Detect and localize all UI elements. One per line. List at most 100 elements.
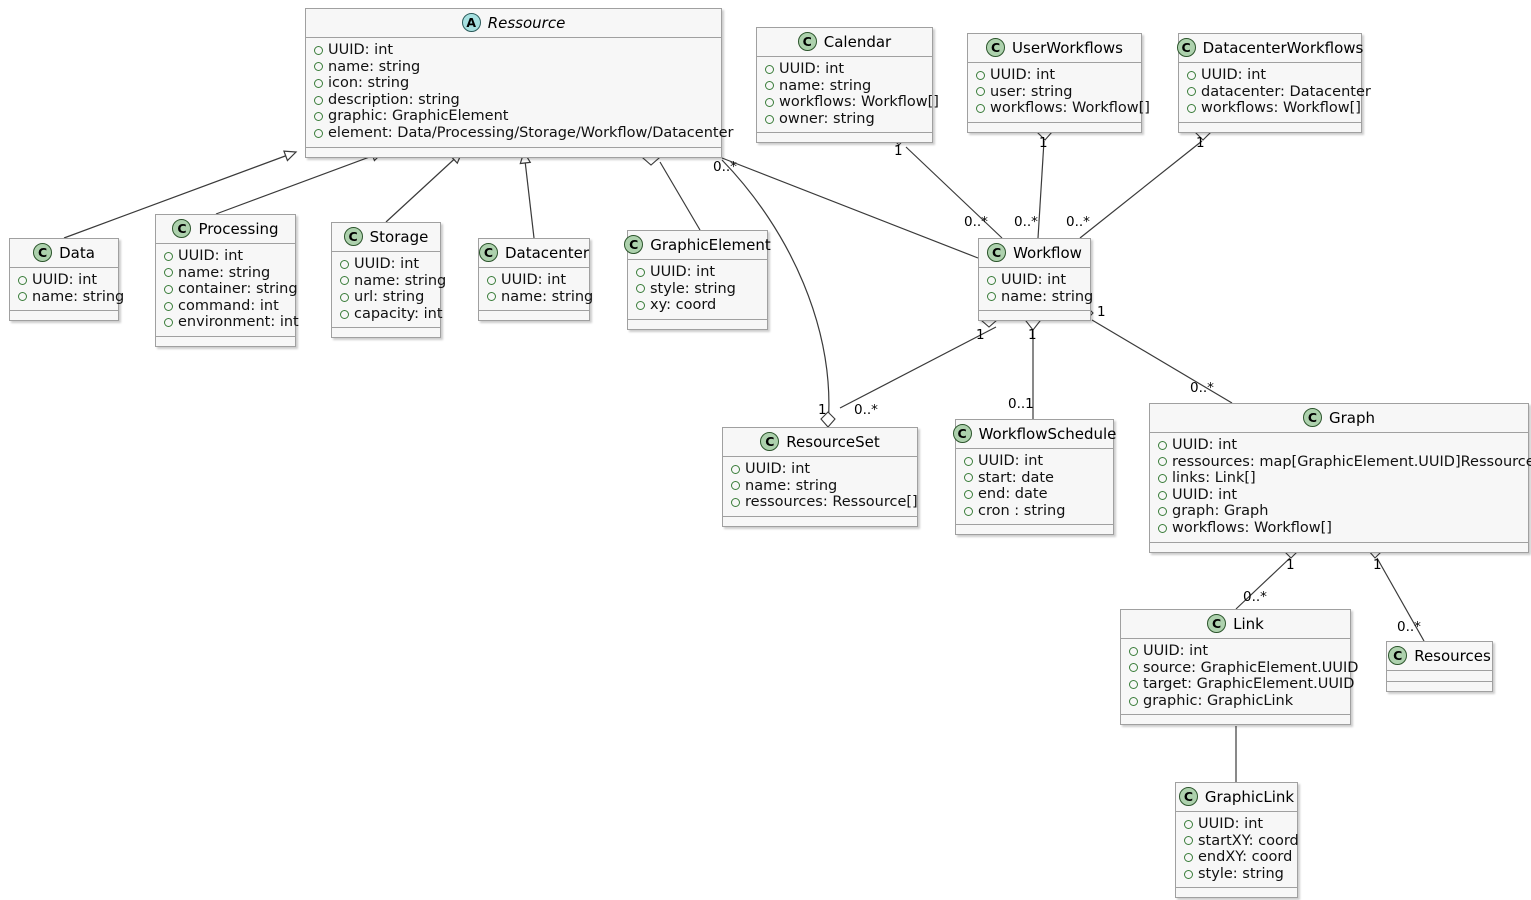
visibility-public-icon: [1158, 440, 1167, 450]
attribute-row: xy: coord: [636, 297, 759, 314]
class-name-workflowschedule: WorkflowSchedule: [978, 424, 1117, 443]
class-name-workflow: Workflow: [1013, 243, 1082, 262]
multiplicity-label-m-workflow-user: 0..*: [1014, 214, 1038, 230]
header-divider: [1179, 62, 1361, 63]
attribute-text: UUID: int: [32, 272, 98, 288]
class-name-processing: Processing: [198, 219, 279, 238]
visibility-public-icon: [164, 301, 173, 311]
multiplicity-label-m-resourceset-1: 1: [818, 402, 827, 418]
attribute-row: name: string: [731, 478, 909, 495]
edge-datacenterworkflows-workflow: [1079, 140, 1203, 239]
visibility-public-icon: [765, 114, 774, 124]
attribute-row: url: string: [340, 289, 432, 306]
class-icon: C: [1388, 646, 1408, 665]
attribute-text: UUID: int: [1201, 67, 1267, 83]
visibility-public-icon: [314, 128, 323, 138]
class-icon: C: [478, 243, 498, 262]
class-footer: [956, 525, 1113, 535]
attribute-text: element: Data/Processing/Storage/Workflo…: [328, 124, 734, 141]
attribute-text: graphic: GraphicElement: [328, 108, 509, 125]
attribute-row: owner: string: [765, 111, 924, 128]
attribute-row: ressources: map[GraphicElement.UUID]Ress…: [1158, 454, 1531, 471]
footer-divider: [1150, 541, 1528, 543]
footer-divider: [306, 146, 721, 148]
visibility-public-icon: [314, 112, 323, 122]
attribute-text: links: Link[]: [1172, 470, 1256, 487]
edge-userworkflows-workflow: [1037, 140, 1045, 239]
attribute-text: graphic: GraphicLink: [1143, 692, 1294, 709]
attribute-text: name: string: [745, 477, 838, 494]
attribute-row: UUID: int: [1187, 67, 1353, 84]
attribute-list-resources: [1387, 671, 1492, 681]
class-icon: C: [172, 219, 192, 238]
class-footer: [1150, 542, 1528, 552]
footer-divider: [1387, 681, 1492, 682]
attribute-text: user: string: [990, 83, 1073, 100]
attribute-row: name: string: [987, 289, 1093, 306]
footer-divider: [1179, 121, 1361, 123]
attribute-text: ressources: Ressource[]: [745, 494, 918, 511]
attribute-row: UUID: int: [340, 256, 432, 273]
attribute-text: datacenter: Datacenter: [1201, 83, 1371, 100]
visibility-public-icon: [340, 292, 349, 302]
multiplicity-label-m-workflow-schedule-1: 1: [1028, 327, 1037, 343]
attribute-row: source: GraphicElement.UUID: [1129, 660, 1358, 677]
footer-divider: [1121, 714, 1350, 716]
multiplicity-label-m-schedule-01: 0..1: [1008, 396, 1034, 412]
class-name-datacenterworkflows: DatacenterWorkflows: [1202, 38, 1364, 57]
attribute-row: name: string: [487, 289, 593, 306]
visibility-public-icon: [987, 292, 996, 302]
attribute-row: cron : string: [964, 503, 1105, 520]
visibility-public-icon: [1158, 507, 1167, 517]
abstract-class-icon: A: [461, 13, 481, 32]
attribute-text: end: date: [978, 486, 1048, 503]
class-icon: C: [986, 38, 1006, 57]
attribute-row: target: GraphicElement.UUID: [1129, 676, 1354, 693]
class-name-link: Link: [1233, 614, 1264, 633]
visibility-public-icon: [487, 292, 496, 302]
header-divider: [306, 37, 721, 38]
attribute-row: UUID: int: [487, 272, 581, 289]
class-footer: [10, 311, 118, 321]
attribute-text: UUID: int: [328, 42, 394, 58]
class-footer: [1176, 888, 1297, 898]
attribute-text: style: string: [1198, 865, 1284, 882]
visibility-public-icon: [18, 292, 27, 302]
class-footer: [628, 319, 767, 329]
attribute-row: name: string: [765, 78, 924, 95]
attribute-text: workflows: Workflow[]: [990, 100, 1150, 117]
class-icon: C: [33, 243, 53, 262]
multiplicity-label-m-link-0n: 0..*: [1243, 589, 1267, 605]
class-icon: C: [1176, 38, 1196, 57]
footer-divider: [628, 318, 767, 320]
multiplicity-label-m-resourceset-0n: 0..*: [854, 402, 878, 418]
attribute-text: UUID: int: [178, 248, 244, 264]
attribute-text: name: string: [1001, 288, 1094, 305]
attribute-row: UUID: int: [765, 61, 924, 78]
visibility-public-icon: [1184, 819, 1193, 829]
